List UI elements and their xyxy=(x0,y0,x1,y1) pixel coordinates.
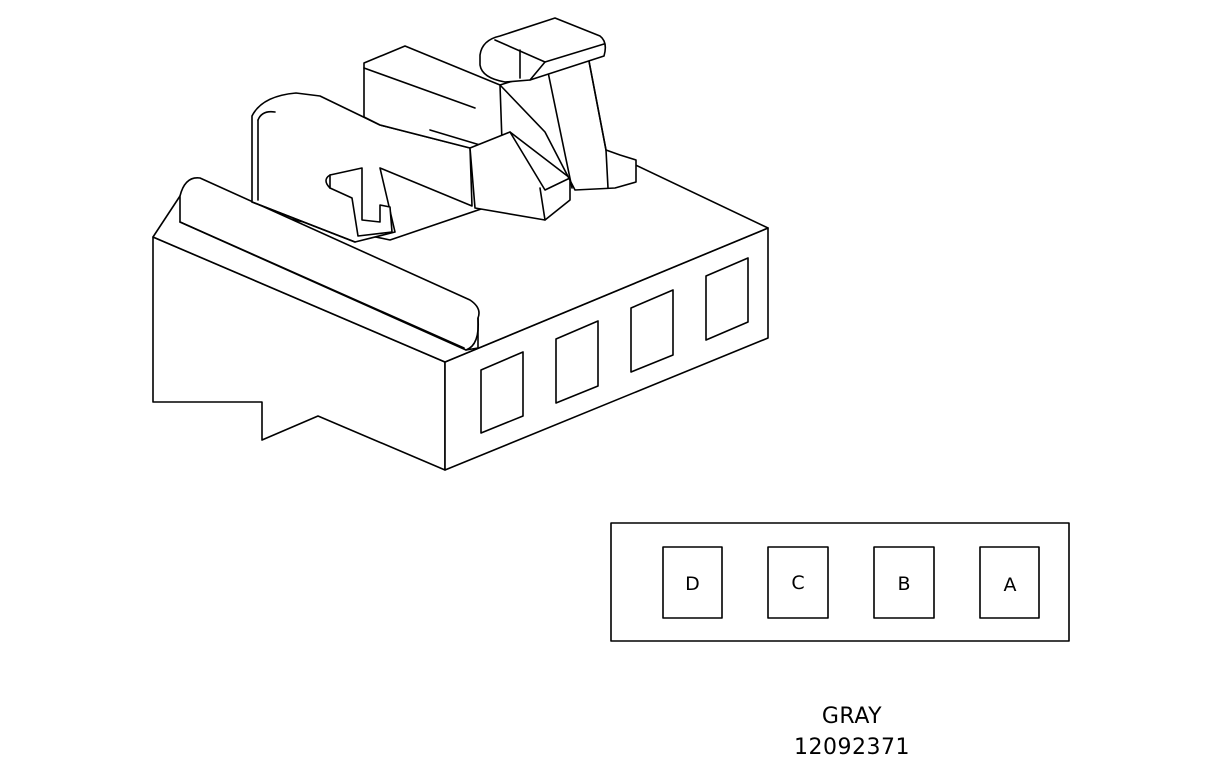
front-cavity xyxy=(630,289,674,373)
front-cavity xyxy=(480,351,524,434)
connector-color-label: GRAY xyxy=(822,704,882,729)
front-cavity xyxy=(555,320,599,404)
cavity-box xyxy=(873,546,935,619)
connector-part-number: 12092371 xyxy=(794,735,910,760)
cavity-b: B xyxy=(873,546,935,619)
cavity-label: C xyxy=(791,572,804,594)
cavity-box xyxy=(979,546,1040,619)
cavity-box xyxy=(662,546,723,619)
rear-clip xyxy=(329,167,393,237)
cavity-box xyxy=(767,546,829,619)
cavity-c: C xyxy=(767,546,829,619)
latch-button xyxy=(479,17,607,83)
front-cavities xyxy=(480,257,749,434)
cavity-face-view: D C B A xyxy=(610,522,1070,642)
front-cavity xyxy=(705,257,749,341)
cavity-label: A xyxy=(1004,574,1017,596)
cavity-d: D xyxy=(662,546,723,619)
cavity-label: B xyxy=(897,573,910,595)
cavity-label: D xyxy=(685,573,700,595)
cavity-a: A xyxy=(979,546,1040,619)
connector-isometric-view xyxy=(152,17,769,471)
